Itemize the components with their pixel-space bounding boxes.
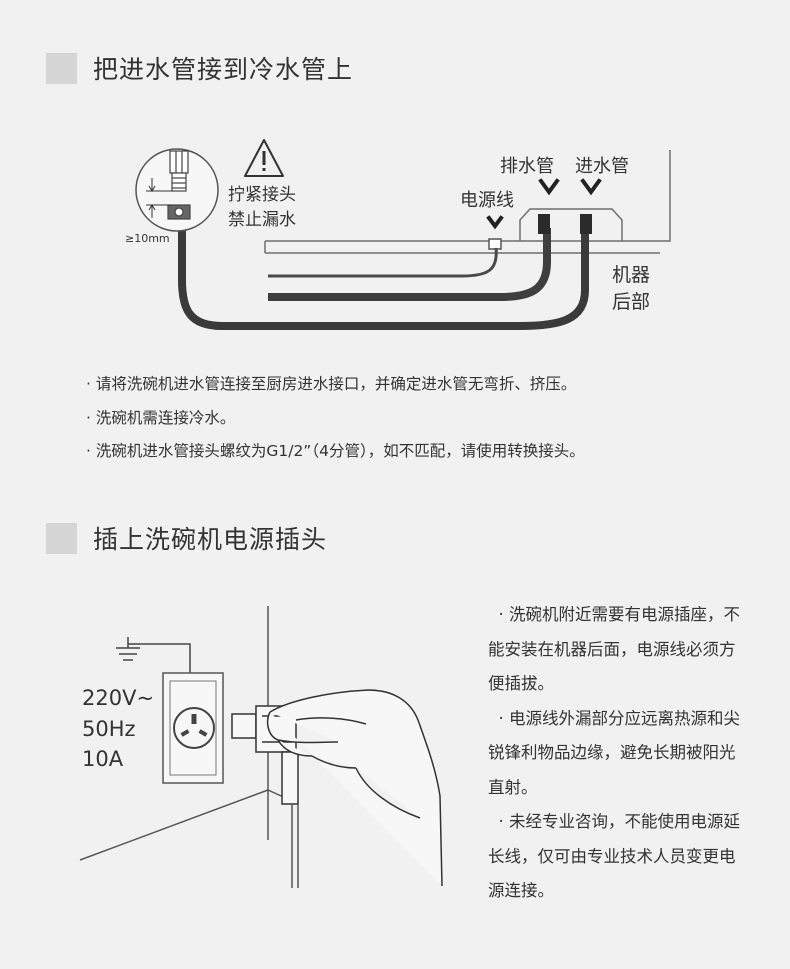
power-notes: · 洗碗机附近需要有电源插座，不能安装在机器后面，电源线必须方便插拔。 · 电源… — [488, 598, 750, 909]
section-header-power: 插上洗碗机电源插头 — [46, 521, 327, 555]
section-title: 插上洗碗机电源插头 — [93, 525, 328, 554]
dimension-mark — [146, 178, 172, 218]
section-marker — [46, 52, 77, 84]
drain-hose — [268, 228, 551, 301]
label-back-line1: 机器 — [612, 264, 650, 286]
inlet-connector — [580, 214, 592, 234]
ground-icon — [116, 637, 191, 673]
warning-line1: 拧紧接头 — [228, 185, 296, 205]
faucet-connector — [167, 150, 191, 220]
water-notes-list: · 请将洗碗机进水管连接至厨房进水接口，并确定进水管无弯折、挤压。 · 洗碗机需… — [86, 368, 585, 469]
plug-icon — [231, 705, 299, 805]
note-paragraph: · 未经专业咨询，不能使用电源延长线，仅可由专业技术人员变更电源连接。 — [488, 812, 740, 900]
warning-icon — [244, 139, 284, 177]
inlet-hose — [178, 222, 589, 330]
label-drain-hose: 排水管 — [500, 156, 554, 177]
label-power-cord: 电源线 — [460, 190, 514, 211]
dimension-label: ≥10mm — [125, 232, 170, 245]
spec-frequency: 50Hz — [82, 717, 136, 741]
drain-arrow-icon — [538, 178, 560, 196]
spec-voltage: 220V~ — [82, 686, 154, 710]
power-cable — [291, 804, 299, 888]
down-arrows — [486, 178, 602, 230]
section-header-water: 把进水管接到冷水管上 — [46, 51, 353, 85]
drain-connector — [538, 214, 550, 234]
label-inlet-hose: 进水管 — [575, 156, 629, 177]
spec-current: 10A — [82, 747, 124, 771]
power-cord — [268, 247, 498, 278]
water-hose-diagram: ≥10mm 拧紧接头 禁止漏水 电源线 排水管 进水管 机器 后部 — [125, 139, 671, 330]
wall-socket-icon — [162, 672, 224, 784]
inlet-arrow-icon — [580, 178, 602, 196]
note-paragraph: · 电源线外漏部分应远离热源和尖锐锋利物品边缘，避免长期被阳光直射。 — [488, 708, 740, 797]
label-back-line2: 后部 — [612, 291, 650, 313]
list-item: · 洗碗机进水管接头螺纹为G1/2”（4分管），如不匹配，请使用转换接头。 — [86, 442, 585, 460]
list-item: · 请将洗碗机进水管连接至厨房进水接口，并确定进水管无弯折、挤压。 — [86, 375, 577, 393]
list-item: · 洗碗机需连接冷水。 — [86, 408, 236, 427]
warning-line2: 禁止漏水 — [228, 210, 296, 230]
note-paragraph: · 洗碗机附近需要有电源插座，不能安装在机器后面，电源线必须方便插拔。 — [488, 605, 740, 693]
power-arrow-icon — [486, 215, 504, 230]
machine-back — [264, 150, 671, 254]
section-title: 把进水管接到冷水管上 — [93, 55, 354, 84]
section-marker — [46, 522, 77, 554]
hand-icon — [266, 689, 443, 887]
